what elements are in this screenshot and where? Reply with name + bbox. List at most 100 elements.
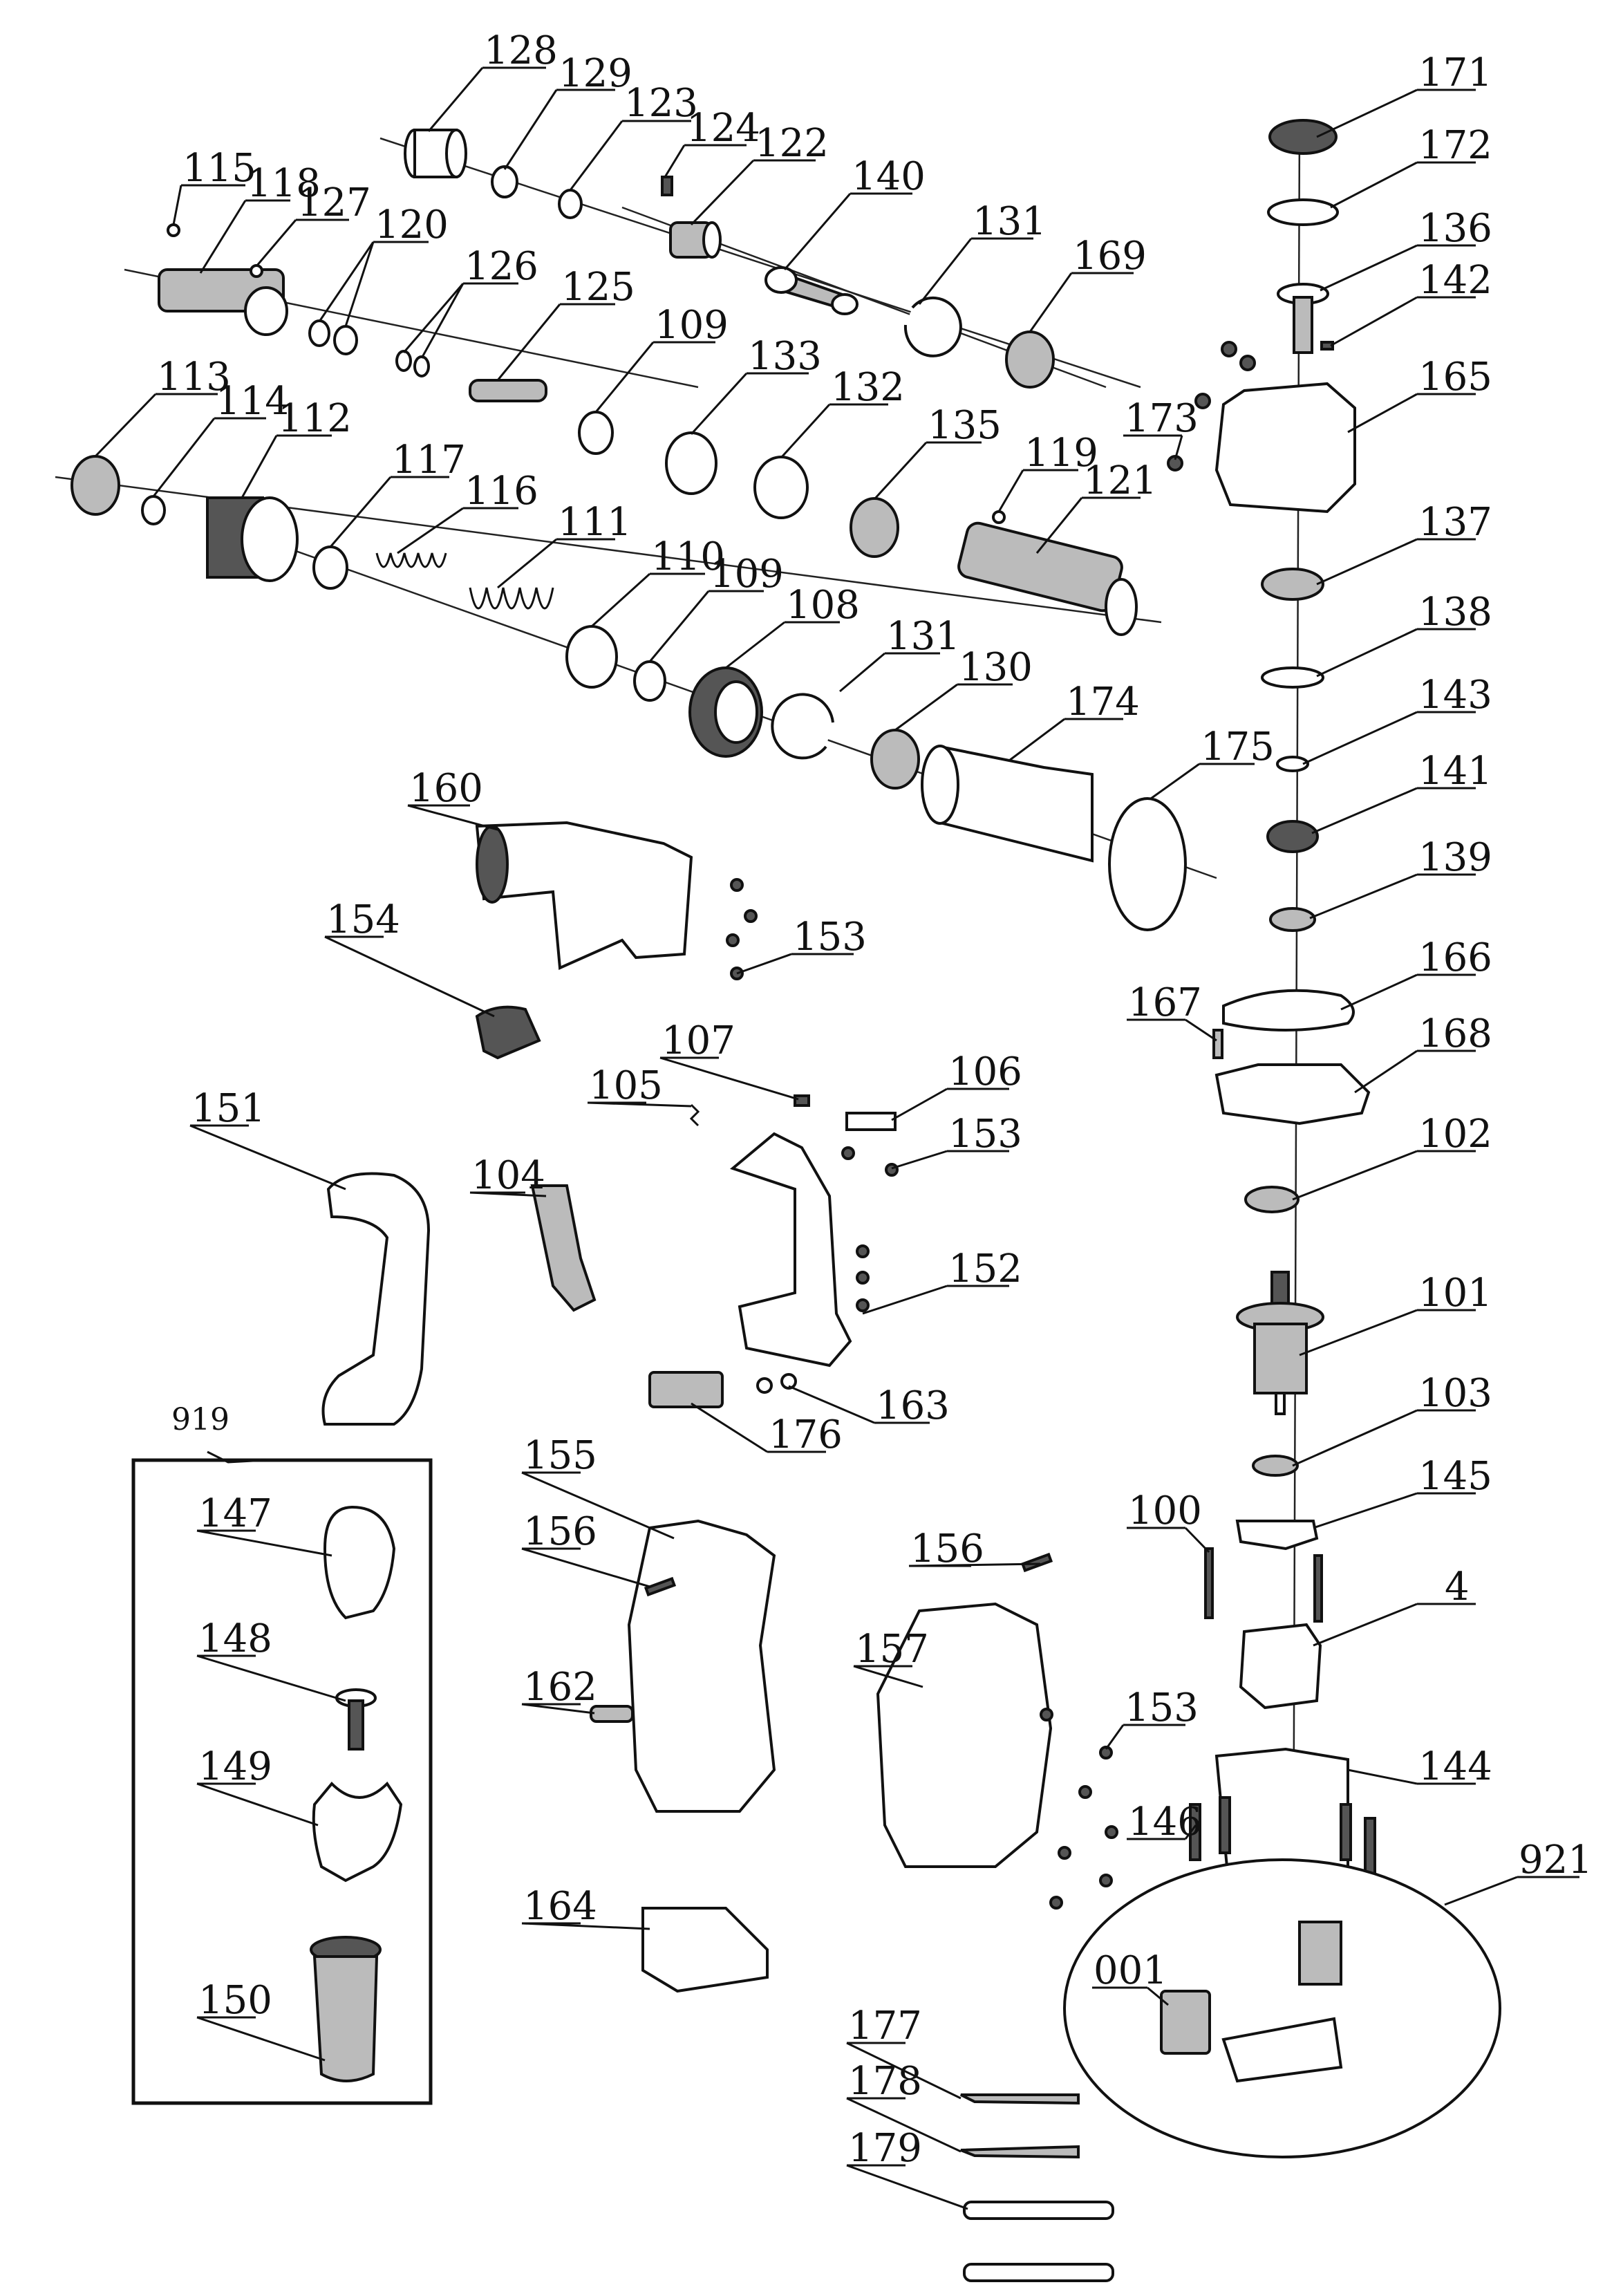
label-148: 148 (198, 1616, 272, 1661)
part-124-key (661, 176, 673, 196)
part-153-screws-frame (856, 1244, 870, 1312)
part-921-pcb (1221, 2017, 1343, 2083)
label-136: 136 (1418, 206, 1492, 251)
part-156-screw-left (644, 1576, 677, 1597)
part-144-motor-housing (1214, 1747, 1349, 1879)
part-119-ball (992, 510, 1006, 524)
part-151-rear-handle (321, 1172, 431, 1426)
part-138-circlip (1261, 666, 1324, 689)
label-172: 172 (1418, 123, 1492, 168)
label-114: 114 (216, 379, 290, 424)
part-100-screw-right (1313, 1554, 1323, 1623)
label-118: 118 (247, 161, 321, 206)
label-4: 4 (1445, 1565, 1470, 1609)
part-001-switch (1160, 1990, 1211, 2055)
part-163-plugs (756, 1373, 797, 1394)
label-142: 142 (1418, 258, 1492, 303)
label-169: 169 (1073, 234, 1147, 279)
part-160-front-housing (475, 821, 693, 970)
part-129-ring (491, 165, 518, 198)
label-109-upper: 109 (655, 303, 729, 348)
label-153-top: 153 (793, 915, 867, 960)
part-120-ring-a (308, 319, 330, 347)
label-102: 102 (1418, 1112, 1492, 1157)
part-labels: 128 129 123 124 122 140 131 169 115 118 … (157, 28, 1593, 2171)
label-139: 139 (1418, 835, 1492, 880)
label-150: 150 (198, 1978, 272, 2023)
part-128-bushing (404, 129, 467, 178)
part-164-battery-cover (641, 1907, 769, 1993)
kit-921-outline (1063, 1858, 1501, 2158)
part-102-bearing (1244, 1186, 1300, 1213)
label-104: 104 (471, 1153, 545, 1198)
label-130: 130 (959, 645, 1033, 690)
part-109-o-ring-upper (578, 411, 614, 455)
label-179: 179 (848, 2126, 922, 2171)
part-150-side-grip (310, 1936, 382, 2082)
part-136-shaft (1277, 283, 1329, 354)
part-176-module (648, 1371, 724, 1408)
label-144: 144 (1418, 1744, 1492, 1789)
label-166: 166 (1418, 935, 1492, 980)
part-109-o-ring-lower (633, 660, 666, 702)
label-135: 135 (928, 403, 1002, 448)
label-106: 106 (948, 1049, 1022, 1094)
part-121-cylinder (957, 521, 1138, 636)
part-162-label-plate (590, 1705, 634, 1723)
part-112-chuck-sleeve (206, 496, 299, 582)
label-120: 120 (375, 203, 449, 248)
label-165: 165 (1418, 355, 1492, 400)
label-177: 177 (848, 2004, 922, 2048)
label-127: 127 (297, 180, 371, 225)
label-156-left: 156 (523, 1509, 597, 1554)
label-919: 919 (171, 1402, 229, 1437)
label-160: 160 (409, 766, 483, 811)
part-139-bearing (1269, 907, 1316, 932)
part-171-cap (1268, 119, 1338, 155)
part-135-seal (850, 497, 899, 558)
part-127-ball (250, 264, 263, 278)
part-118-shaft (158, 268, 288, 336)
label-151: 151 (191, 1086, 265, 1131)
part-921-board (1298, 1921, 1342, 1986)
part-141-gear (1266, 820, 1319, 853)
part-130-seal (870, 729, 920, 790)
label-122: 122 (755, 121, 829, 166)
part-105-spring (689, 1103, 700, 1127)
part-137-bearing (1261, 568, 1324, 601)
part-116-spring (375, 552, 447, 568)
label-155: 155 (523, 1433, 597, 1478)
label-112: 112 (278, 396, 352, 441)
label-100: 100 (1128, 1488, 1202, 1533)
label-149: 149 (198, 1744, 272, 1789)
part-165-gear-housing (1214, 382, 1356, 514)
part-110-washer (565, 625, 618, 689)
part-157-right-housing (876, 1602, 1053, 1868)
label-108: 108 (786, 583, 860, 628)
part-153-screws-top (726, 878, 758, 980)
part-101-armature (1236, 1271, 1324, 1415)
part-177-chisel (960, 2093, 1080, 2105)
part-140-connecting-rod (764, 266, 859, 315)
label-001: 001 (1094, 1948, 1167, 1993)
label-101: 101 (1418, 1271, 1492, 1316)
part-131-circlip (903, 296, 962, 357)
label-128: 128 (484, 28, 558, 73)
label-105: 105 (589, 1063, 663, 1108)
part-131-circlip-lower (771, 693, 834, 760)
leader-lines (94, 66, 1579, 2210)
label-107: 107 (662, 1018, 735, 1063)
part-154-button (475, 1005, 541, 1060)
label-145: 145 (1418, 1454, 1492, 1499)
part-172-o-ring (1267, 198, 1339, 226)
label-137: 137 (1418, 500, 1492, 545)
part-132-washer (753, 456, 809, 519)
part-104-trigger (530, 1184, 597, 1312)
label-152: 152 (948, 1247, 1022, 1291)
part-120-ring-b (333, 325, 358, 355)
label-178: 178 (848, 2059, 922, 2104)
kit-919-frame (131, 1458, 433, 2105)
label-921: 921 (1519, 1838, 1593, 1883)
part-146-screws (1189, 1796, 1376, 1875)
label-175: 175 (1201, 725, 1275, 769)
